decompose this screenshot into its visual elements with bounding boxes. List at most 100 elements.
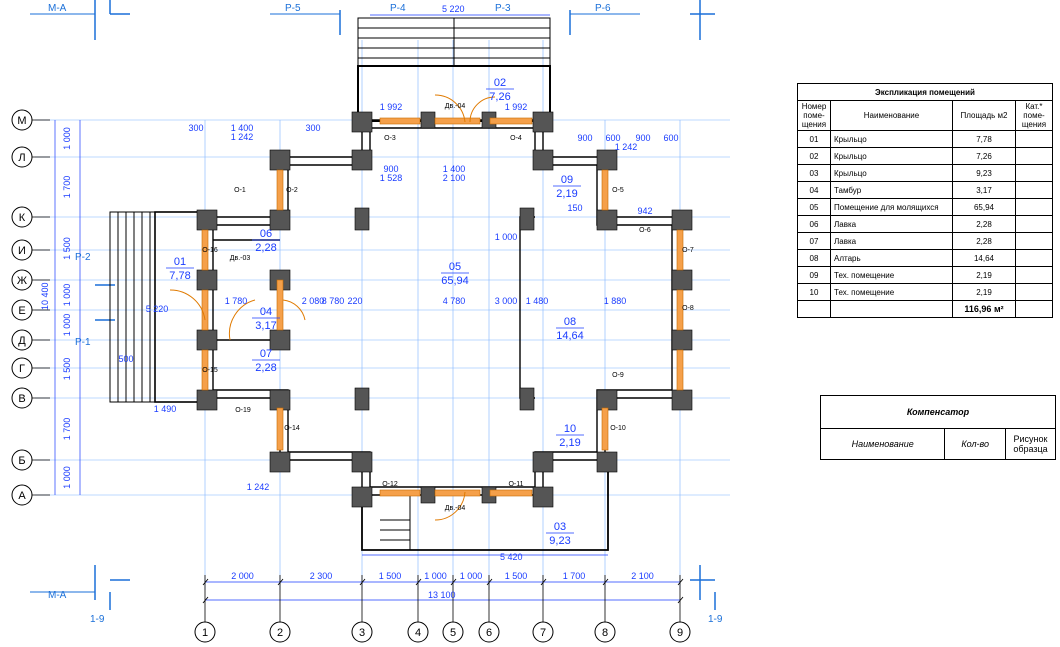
cell-name: Лавка	[830, 215, 953, 233]
axis-number: 6	[486, 627, 492, 639]
plan-dim: 500	[118, 354, 133, 364]
cell-name: Тех. помещение	[830, 283, 953, 301]
axis-number: 7	[540, 627, 546, 639]
cell-area: 7,26	[952, 147, 1016, 165]
axis-letter: Д	[18, 335, 26, 347]
room-area: 3,17	[255, 320, 276, 332]
cell-num: 05	[797, 198, 831, 216]
section-label: Р-3	[495, 3, 511, 14]
bottom-dim: 1 000	[424, 571, 447, 581]
axis-bubble-8: В	[11, 387, 50, 409]
room-area: 2,28	[255, 242, 276, 254]
plan-dim: 600	[605, 133, 620, 143]
cell-num: 03	[797, 164, 831, 182]
axis-letter: Л	[18, 152, 25, 164]
axis-number: 3	[359, 627, 365, 639]
plan-dim: 8 780	[322, 296, 345, 306]
opening-mark: О-7	[682, 247, 694, 254]
axis-bubble-num: 9	[669, 575, 691, 643]
cell-num: 08	[797, 249, 831, 267]
cell-name: Лавка	[830, 232, 953, 250]
axis-bubble-num: 6	[478, 575, 500, 643]
cell-num: 02	[797, 147, 831, 165]
plan-dim: 1 880	[604, 296, 627, 306]
cell-area: 3,17	[952, 181, 1016, 199]
plan-dim: 2 080	[302, 296, 325, 306]
opening-mark: Дв.-04	[445, 505, 466, 512]
axis-bubble-2: К	[11, 206, 50, 228]
cell-num: 09	[797, 266, 831, 284]
section-label: 1-9	[90, 614, 105, 625]
room-area: 2,28	[255, 362, 276, 374]
dimension-ticks	[202, 578, 684, 604]
col-category: Кат.* поме-щения	[1015, 100, 1053, 131]
opening-mark: О-16	[202, 247, 218, 254]
cell-cat	[1015, 198, 1053, 216]
room-number: 09	[561, 174, 573, 186]
col-area: Площадь м2	[952, 100, 1016, 131]
left-dim: 1 500	[62, 237, 72, 260]
room-tag: 043,17	[252, 306, 280, 332]
section-label: М-А	[48, 590, 67, 601]
comp-col-name: Наименование	[819, 428, 946, 460]
cell-num: 04	[797, 181, 831, 199]
axis-number: 4	[415, 627, 421, 639]
cell-name: Крыльцо	[830, 130, 953, 148]
axis-letter: Г	[19, 363, 25, 375]
section-marks	[94, 0, 716, 610]
axis-bubble-num: 5	[442, 575, 464, 643]
room-area: 14,64	[556, 330, 584, 342]
comp-col-qty: Кол-во	[944, 428, 1007, 460]
room-number: 04	[260, 306, 272, 318]
axis-bubble-num: 7	[532, 575, 554, 643]
section-label: Р-6	[595, 3, 611, 14]
total-empty	[797, 300, 831, 318]
room-area: 7,26	[489, 91, 510, 103]
axis-bubble-num: 1	[194, 575, 216, 643]
axis-bubble-num: 8	[594, 575, 616, 643]
room-tag: 062,28	[252, 228, 280, 254]
room-tag: 017,78	[166, 256, 194, 282]
axis-bubble-num: 2	[269, 575, 291, 643]
room-area: 2,19	[556, 188, 577, 200]
bottom-dim: 1 500	[379, 571, 402, 581]
plan-dim: 1 400	[443, 164, 466, 174]
section-label: Р-2	[75, 252, 91, 263]
bottom-dim: 1 000	[460, 571, 483, 581]
cell-num: 06	[797, 215, 831, 233]
room-number: 03	[554, 521, 566, 533]
plan-dim: 1 400	[231, 123, 254, 133]
cell-area: 2,19	[952, 266, 1016, 284]
room-tag: 092,19	[553, 174, 581, 200]
plan-dim: 150	[567, 203, 582, 213]
left-dim: 1 000	[62, 466, 72, 489]
opening-mark: О-14	[284, 425, 300, 432]
left-dim: 1 000	[62, 127, 72, 150]
opening-mark: О-10	[610, 425, 626, 432]
opening-mark: О-2	[286, 187, 298, 194]
left-dim: 1 700	[62, 418, 72, 441]
opening-mark: О-11	[508, 481, 523, 488]
left-dim: 1 000	[62, 284, 72, 307]
cell-num: 10	[797, 283, 831, 301]
bottom-dim: 1 700	[563, 571, 586, 581]
opening-mark: Дв.-04	[445, 103, 466, 110]
room-number: 08	[564, 316, 576, 328]
room-area: 7,78	[169, 270, 190, 282]
axis-bubble-num: 4	[407, 575, 429, 643]
opening-mark: О-12	[382, 481, 398, 488]
cell-area: 2,19	[952, 283, 1016, 301]
plan-dim: 1 242	[615, 142, 638, 152]
